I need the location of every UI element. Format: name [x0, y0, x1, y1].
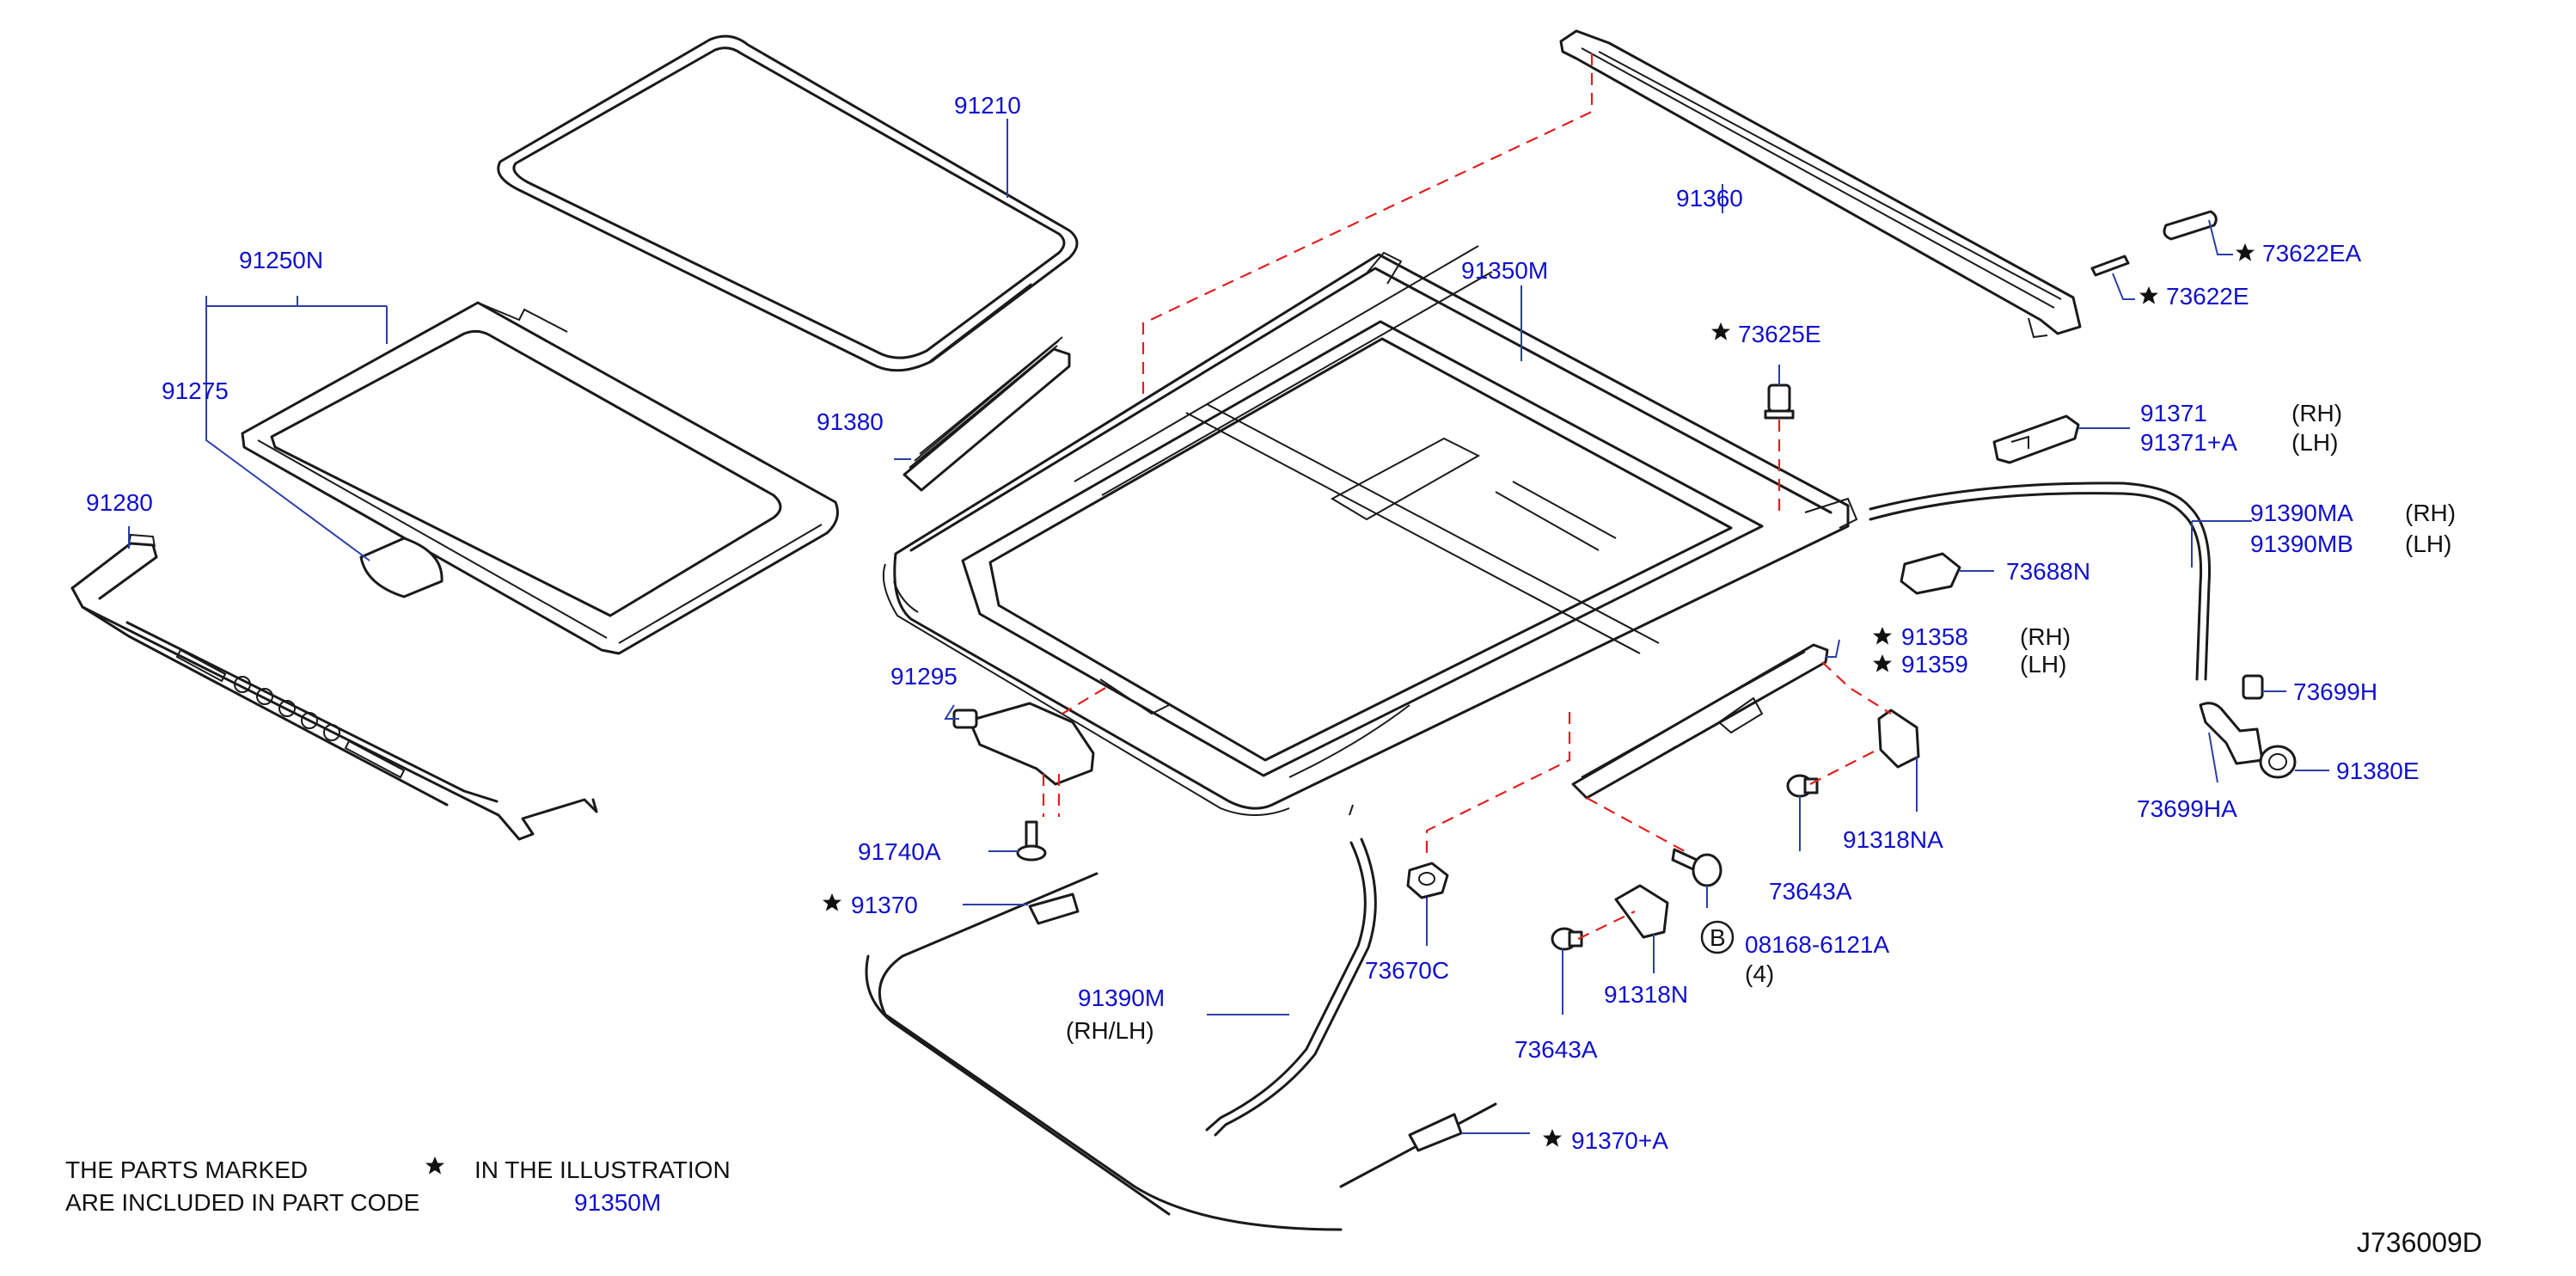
label-91371[interactable]: 91371 — [2140, 400, 2207, 426]
drain-hose-front-drawing — [1205, 837, 1377, 1137]
star-marker-73622E — [2139, 286, 2158, 304]
drain-fittings-drawing — [2199, 674, 2297, 779]
label-91318NA[interactable]: 91318NA — [1843, 826, 1943, 853]
bracket-91318NA-drawing — [1877, 709, 1920, 769]
label-91359[interactable]: 91359 — [1901, 651, 1968, 678]
diagram-id: J736009D — [2357, 1227, 2482, 1258]
label-91371A-side: (LH) — [2291, 429, 2338, 456]
legend-line1-end: IN THE ILLUSTRATION — [474, 1156, 731, 1183]
label-91371A[interactable]: 91371+A — [2140, 429, 2237, 456]
star-marker-legend — [425, 1156, 444, 1175]
label-91390MA[interactable]: 91390MA — [2250, 500, 2353, 526]
label-73643A-upper[interactable]: 73643A — [1769, 878, 1852, 905]
bolt-b-circle — [1700, 920, 1735, 954]
legend-part-code[interactable]: 91350M — [574, 1189, 661, 1216]
star-marker-91358 — [1873, 627, 1892, 645]
sunshade-drawing — [241, 301, 839, 655]
label-73622E[interactable]: 73622E — [2166, 283, 2249, 310]
label-91370A[interactable]: 91370+A — [1571, 1127, 1668, 1154]
label-73670C[interactable]: 73670C — [1365, 957, 1449, 984]
trim-strips-drawing — [2090, 210, 2218, 277]
label-73643A-lower[interactable]: 73643A — [1514, 1036, 1598, 1063]
label-91318N[interactable]: 91318N — [1604, 981, 1688, 1008]
sunroof-frame-drawing — [882, 245, 1858, 816]
star-marker-91370 — [823, 893, 841, 911]
deflector-strip-drawing — [903, 336, 1071, 492]
leader-lines — [128, 119, 2329, 1134]
label-91390M[interactable]: 91390M — [1078, 985, 1165, 1011]
label-91280[interactable]: 91280 — [86, 489, 153, 516]
clip-73688N-drawing — [1900, 552, 1961, 595]
label-91370[interactable]: 91370 — [851, 892, 918, 918]
bolt-08168-drawing — [1671, 848, 1722, 887]
headliner-outline-drawing — [865, 872, 1497, 1231]
label-91371-side: (RH) — [2291, 400, 2342, 426]
bolt-91740A-drawing — [1016, 820, 1047, 862]
label-91359-side: (LH) — [2020, 651, 2066, 678]
label-91390MB[interactable]: 91390MB — [2250, 531, 2353, 557]
front-bar-drawing — [1559, 29, 2082, 339]
label-73699H[interactable]: 73699H — [2293, 678, 2377, 705]
guide-rail-drawing — [1571, 643, 1829, 800]
label-91380E[interactable]: 91380E — [2336, 758, 2420, 784]
stopper-drawing — [1764, 383, 1795, 420]
label-73699HA[interactable]: 73699HA — [2137, 795, 2237, 822]
glass-panel-drawing — [497, 34, 1079, 372]
motor-91295-drawing — [952, 702, 1095, 786]
label-91358-side: (RH) — [2020, 623, 2071, 650]
label-91358[interactable]: 91358 — [1901, 623, 1968, 650]
bracket-91318N-drawing — [1614, 884, 1669, 939]
label-91250N[interactable]: 91250N — [239, 247, 323, 273]
bolt-b-letter: B — [1710, 924, 1726, 951]
label-91295[interactable]: 91295 — [890, 663, 958, 690]
star-marker-91370A — [1543, 1129, 1562, 1147]
label-08168-qty: (4) — [1745, 960, 1774, 987]
nut-73670C-drawing — [1406, 862, 1449, 899]
dashed-guide-lines — [1042, 53, 1892, 940]
label-73625E[interactable]: 73625E — [1738, 321, 1821, 347]
label-91390MA-side: (RH) — [2405, 500, 2456, 526]
legend-line1-start: THE PARTS MARKED — [65, 1156, 308, 1183]
drain-hose-rear-drawing — [1869, 482, 2211, 681]
bracket-91371-drawing — [1992, 414, 2080, 464]
label-91740A[interactable]: 91740A — [858, 838, 941, 865]
label-91380[interactable]: 91380 — [817, 408, 884, 435]
label-08168-6121A[interactable]: 08168-6121A — [1745, 931, 1889, 958]
star-marker-91359 — [1873, 654, 1892, 672]
star-marker-73622EA — [2236, 243, 2255, 261]
legend-line2: ARE INCLUDED IN PART CODE — [65, 1189, 419, 1216]
label-91350M[interactable]: 91350M — [1461, 257, 1548, 284]
label-91360[interactable]: 91360 — [1676, 185, 1743, 212]
label-73688N[interactable]: 73688N — [2006, 558, 2090, 585]
label-91390MB-side: (LH) — [2405, 531, 2451, 557]
visor-rail-drawing — [70, 533, 598, 841]
label-91390M-side: (RH/LH) — [1066, 1017, 1154, 1044]
star-marker-73625E — [1711, 322, 1730, 340]
label-91210[interactable]: 91210 — [954, 92, 1021, 119]
label-73622EA[interactable]: 73622EA — [2262, 240, 2362, 267]
label-91275[interactable]: 91275 — [162, 377, 229, 404]
